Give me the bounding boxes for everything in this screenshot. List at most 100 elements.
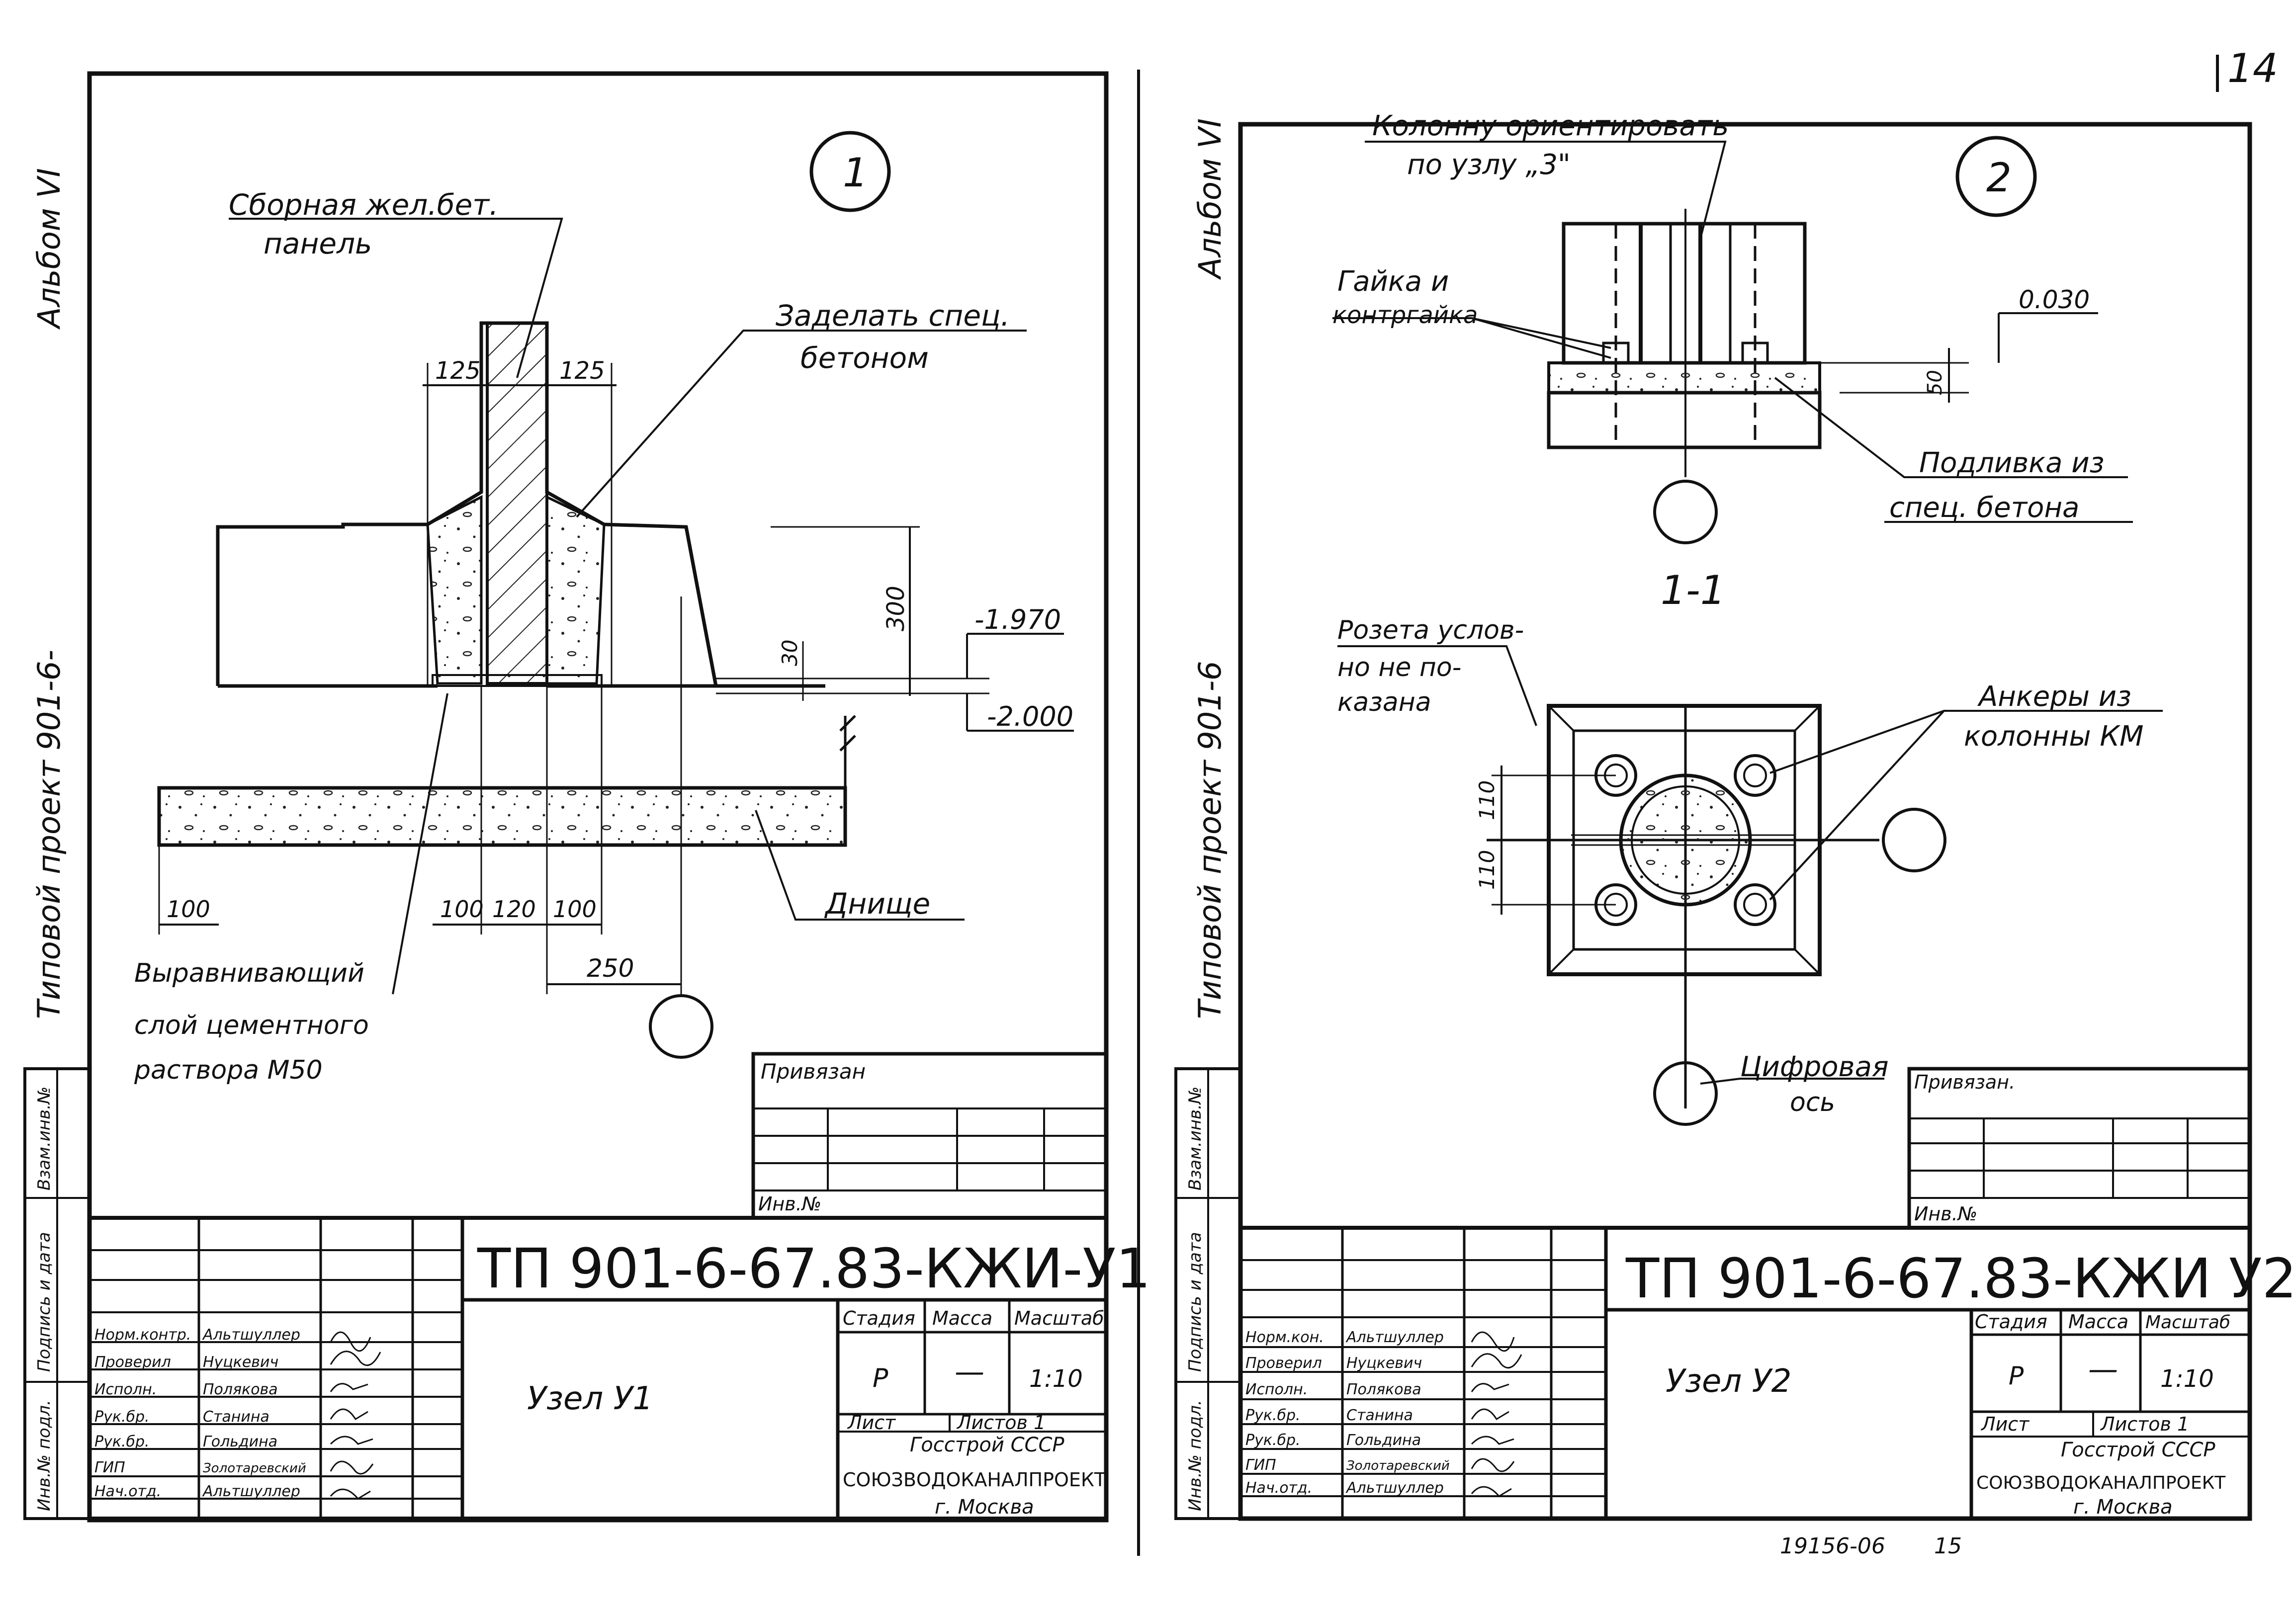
sheet-1-node-marker [809,131,891,212]
sheet-1-leveling-layer [432,674,603,687]
sheet-2-label-nut2: контргайка [1332,301,1478,329]
sheet-2-role-0: Норм.кон. [1245,1329,1324,1346]
sheet-1-name-0: Альтшуллер [202,1326,300,1344]
sheet-1-dim-125a: 125 [435,357,481,385]
sheet-2-label-rosette1: Розета услов- [1337,615,1524,645]
sheet-2-stamp-inv: Инв.№ подл. [1185,1400,1205,1511]
sheet-2-dim-50: 50 [1924,370,1946,395]
sheet-1-seal-left [426,495,483,685]
sheet-2-role-1: Проверил [1245,1355,1322,1372]
sheet-2-leader-anchor [1769,710,2163,901]
sheet-2-name-0: Альтшуллер [1345,1329,1444,1346]
sheet-1-dim-100c: 100 [553,896,597,923]
sheet-1-tied-block: Привязан Инв.№ [751,1052,1108,1220]
sheet-1-dim-100b: 100 [440,896,484,923]
sheet-1-stamp-replace: Взам.инв.№ [34,1087,54,1190]
sheet-2-stage: Р [2009,1361,2024,1390]
sheet-1-label-panel2: панель [264,227,372,260]
sheet-1-stage-header: Стадия [843,1307,915,1329]
sheet-1-dim-100a: 100 [167,896,210,923]
sheet-2-title-block: ТП 901-6-67.83-КЖИ У2 Узел У2 Стадия Мас… [1238,1226,2296,1521]
sheet-1-name-6: Альтшуллер [202,1483,300,1500]
sheet-1-label-bottom: Днище [824,887,930,921]
sheet-1-name-1: Нуцкевич [203,1354,278,1371]
sheet-2-label-grout1: Подливка из [1919,447,2104,479]
sheet-1-level1: -1.970 [974,604,1061,635]
sheet-2-org1: Госстрой СССР [2061,1439,2215,1461]
sheet-2-role-2: Исполн. [1245,1381,1308,1398]
sheet-2-tied-block: Привязан. Инв.№ [1907,1067,2252,1230]
sheet-1: Альбом VI Типовой проект 901-6- Инв.№ по… [23,71,1150,1523]
sheet-2-margin-project: Типовой проект 901-6 [1192,661,1228,1019]
sheet-2-plan: 110 110 [1475,704,1946,1126]
sheet-2-mass: — [2088,1352,2118,1387]
sheet-2-org2: СОЮЗВОДОКАНАЛПРОЕКТ [1976,1473,2226,1493]
sheet-1-dim-250: 250 [587,954,634,983]
sheet-1-stage: Р [873,1363,888,1393]
sheet-1-org3: г. Москва [935,1496,1034,1519]
sheet-1-role-5: ГИП [94,1459,125,1476]
sheet-1-title: Узел У1 [527,1380,653,1417]
sheet-1-panel [486,322,548,685]
sheet-2-label-grout2: спец. бетона [1889,492,2079,524]
sheet-1-inv-label: Инв.№ [758,1193,821,1215]
sheet-1-label-layer3: раствора М50 [134,1055,323,1085]
sheet-2-column-elevation [1547,209,1822,544]
sheet-1-role-0: Норм.контр. [94,1326,191,1344]
sheet-1-label-layer1: Выравнивающий [134,958,364,988]
sheet-2-level: 0.030 [2019,285,2090,314]
sheet-1-name-4: Гольдина [203,1433,277,1450]
sheet-1-role-3: Рук.бр. [94,1408,150,1426]
sheet-2-name-3: Станина [1346,1407,1413,1424]
sheet-1-dims-top: 125 125 [423,357,617,686]
sheet-2: Альбом VI Типовой проект 901-6 Инв.№ под… [1174,110,2296,1521]
sheet-2-scale: 1:10 [2160,1365,2214,1393]
sheet-1-name-2: Полякова [203,1381,278,1398]
sheet-1-leader-bottom [755,810,965,921]
sheet-2-node-marker [1955,136,2037,217]
sheet-2-name-4: Гольдина [1346,1432,1421,1449]
page-number: 14 [2227,45,2278,91]
sheet-1-dims-bottom: 100 100 120 100 250 [158,596,713,1059]
sheet-1-seal-right [545,495,606,685]
sheet-2-mass-header: Масса [2068,1311,2128,1333]
sheet-2-margin-stamp: Инв.№ подл. Подпись и дата Взам.инв.№ [1174,1067,1242,1520]
sheet-1-org2: СОЮЗВОДОКАНАЛПРОЕКТ [843,1469,1106,1491]
sheet-2-margin-album: Альбом VI [1192,118,1228,280]
sheet-2-label-rosette3: казана [1337,687,1431,717]
sheet-1-tied-label: Привязан [761,1059,866,1084]
sheet-2-label-nut1: Гайка и [1337,265,1449,298]
sheet-2-role-3: Рук.бр. [1245,1407,1301,1424]
sheet-1-dim-120: 120 [492,896,536,923]
sheet-1-label-panel1: Сборная жел.бет. [229,188,498,222]
sheet-2-name-1: Нуцкевич [1346,1355,1422,1372]
sheet-2-inv-label: Инв.№ [1914,1203,1977,1225]
sheet-1-sheet-label: Лист [847,1412,896,1434]
sheet-1-role-6: Нач.отд. [94,1483,161,1500]
sheet-1-scale-header: Масштаб [1014,1307,1104,1329]
sheet-2-signatures [1471,1331,1522,1497]
sheet-1-margin-album: Альбом VI [31,168,67,330]
sheet-2-name-6: Альтшуллер [1345,1479,1444,1497]
footer-code: 19156-06 [1780,1533,1885,1559]
sheet-1-dim-125b: 125 [559,357,605,385]
sheet-2-stamp-replace: Взам.инв.№ [1185,1087,1205,1190]
sheet-2-stage-header: Стадия [1975,1311,2047,1333]
sheet-2-leader-axis [1700,1078,1884,1085]
sheet-2-designation: ТП 901-6-67.83-КЖИ У2 [1625,1247,2296,1310]
sheet-1-leader-panel [229,218,563,378]
sheet-2-name-5: Золотаревский [1346,1458,1450,1473]
sheet-2-label-rosette2: но не по- [1337,653,1461,682]
sheet-2-section-label: 1-1 [1661,567,1726,613]
sheet-2-leader-nut [1332,317,1611,359]
sheet-1-role-1: Проверил [94,1354,171,1371]
sheet-2-label-orient2: по узлу „3" [1407,149,1571,181]
sheet-2-dim-110b: 110 [1475,850,1499,890]
sheet-1-org1: Госстрой СССР [910,1434,1064,1456]
sheet-2-title: Узел У2 [1666,1363,1791,1400]
sheet-1-leader-layer [392,693,448,995]
sheet-2-org3: г. Москва [2073,1496,2173,1519]
sheet-1-name-5: Золотаревский [203,1461,306,1476]
sheet-1-dim-300: 300 [882,586,910,631]
sheet-2-sheets-label: Листов 1 [2100,1413,2189,1435]
